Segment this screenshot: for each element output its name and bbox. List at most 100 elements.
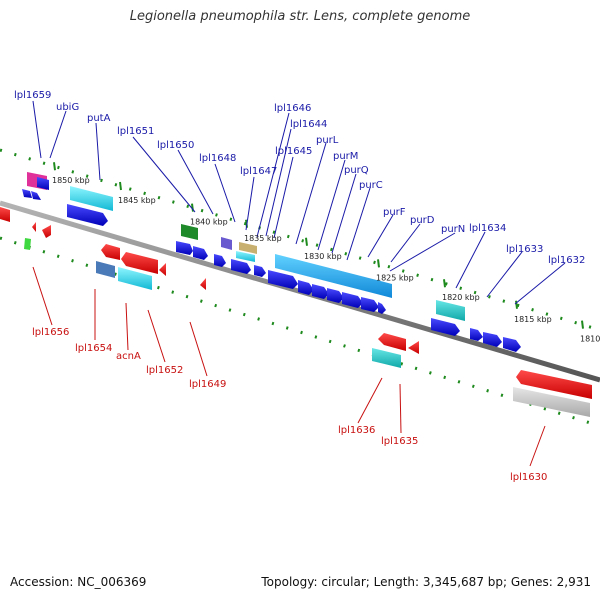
label-lpl1633: lpl1633 [506,244,543,255]
gene-purL[interactable] [275,254,392,298]
kbp-tick [191,203,194,212]
gene-small-fwd-3[interactable] [231,259,251,274]
kbp-tick [515,300,518,309]
kbp-tick [53,162,56,171]
gene-lpl1634[interactable] [436,300,465,321]
label-purD: purD [410,215,435,226]
gene-putA[interactable] [70,186,113,211]
gene-lpl1649[interactable] [200,278,206,290]
genome-summary-text: Topology: circular; Length: 3,345,687 bp… [261,575,591,589]
gene-lpl1651[interactable] [67,204,108,226]
label-acnA: acnA [116,351,141,362]
forward-callout-lines [32,100,566,305]
gene-red-edge[interactable] [0,207,10,222]
kbp-label: 1810 kbp [580,335,600,344]
kbp-tick [119,181,122,191]
label-purQ: purQ [344,165,369,176]
forward-genes [22,172,521,352]
gene-lpl1646[interactable] [239,242,257,254]
label-lpl1659: lpl1659 [14,90,51,101]
gene-small-fwd-2[interactable] [31,191,41,200]
label-purM: purM [333,151,358,162]
gene-purC[interactable] [312,284,329,299]
label-lpl1634: lpl1634 [469,223,506,234]
gene-lpl1650[interactable] [181,224,198,240]
gene-small-rev-3[interactable] [159,263,166,276]
gene-acnA[interactable] [121,252,158,274]
accession-text: Accession: NC_006369 [10,575,147,589]
gene-lpl1635[interactable] [372,348,401,368]
upper-tick-track [0,148,600,332]
kbp-label: 1820 kbp [442,293,480,302]
gene-small-fwd-7[interactable] [503,337,521,352]
gene-gray-rev[interactable] [513,387,590,417]
gene-lpl1656[interactable] [101,244,120,260]
gene-small-rev-1[interactable] [32,222,36,232]
kbp-label: 1845 kbp [118,196,156,205]
gene-lpl1647[interactable] [221,237,232,250]
gene-lpl1633[interactable] [431,318,460,336]
gene-small-rev-4[interactable] [408,341,419,354]
kbp-label: 1850 kbp [52,176,90,185]
kbp-labels: 1850 kbp 1845 kbp 1840 kbp 1835 kbp 1830 kbp… [52,176,600,343]
gene-small-fwd-6[interactable] [483,332,502,347]
gene-purQ[interactable] [298,280,314,295]
gene-lpl1636[interactable] [378,333,406,351]
label-lpl1644: lpl1644 [290,119,327,130]
label-lpl1646: lpl1646 [274,103,311,114]
label-lpl1654: lpl1654 [75,343,112,354]
kbp-ticks [53,162,584,329]
kbp-label: 1815 kbp [514,315,552,324]
label-lpl1649: lpl1649 [189,379,226,390]
label-lpl1632: lpl1632 [548,255,585,266]
label-lpl1656: lpl1656 [32,327,69,338]
label-lpl1647: lpl1647 [240,166,277,177]
kbp-label: 1825 kbp [376,273,414,282]
kbp-label: 1840 kbp [190,218,228,227]
kbp-tick [377,259,380,268]
gene-lpl1645[interactable] [214,254,226,267]
kbp-tick [443,279,446,288]
gene-lpl1630[interactable] [516,370,592,399]
gene-lpl1644[interactable] [236,251,255,262]
reverse-labels: lpl1656 lpl1654 acnA lpl1652 lpl1649 lpl… [32,327,547,483]
label-lpl1650: lpl1650 [157,140,194,151]
gene-small-fwd-1[interactable] [22,189,32,198]
gene-purF[interactable] [327,288,344,303]
kbp-tick [581,320,584,329]
gene-lpl1648[interactable] [176,241,193,255]
map-title: Legionella pneumophila str. Lens, comple… [129,9,471,24]
gene-small-fwd-4[interactable] [254,265,266,277]
gene-lpl1654[interactable] [96,261,115,278]
label-purC: purC [359,180,383,191]
label-purF: purF [383,207,406,218]
kbp-label: 1830 kbp [304,252,342,261]
gene-purM[interactable] [268,270,298,289]
gene-lpl1648b[interactable] [193,246,208,260]
label-lpl1645: lpl1645 [275,146,312,157]
forward-labels: lpl1659 ubiG putA lpl1651 lpl1650 lpl164… [14,90,585,266]
reverse-genes [0,207,592,417]
label-lpl1648: lpl1648 [199,153,236,164]
label-lpl1636: lpl1636 [338,425,375,436]
label-lpl1630: lpl1630 [510,472,547,483]
label-purL: purL [316,135,339,146]
kbp-label: 1835 kbp [244,234,282,243]
gene-small-fwd-5[interactable] [378,302,386,314]
label-lpl1635: lpl1635 [381,436,418,447]
gene-ubiG[interactable] [37,177,49,190]
gene-lpl1652[interactable] [118,267,152,290]
kbp-tick [305,237,308,246]
reverse-callout-lines [32,266,546,467]
gene-small-rev-2[interactable] [42,225,51,238]
gene-purD[interactable] [342,292,363,308]
label-lpl1651: lpl1651 [117,126,154,137]
label-putA: putA [87,113,111,124]
gene-lpl1632[interactable] [470,328,483,341]
gene-purN[interactable] [361,297,379,312]
label-purN: purN [441,224,465,235]
gene-green-small[interactable] [24,238,31,250]
label-lpl1652: lpl1652 [146,365,183,376]
label-ubiG: ubiG [56,102,79,113]
